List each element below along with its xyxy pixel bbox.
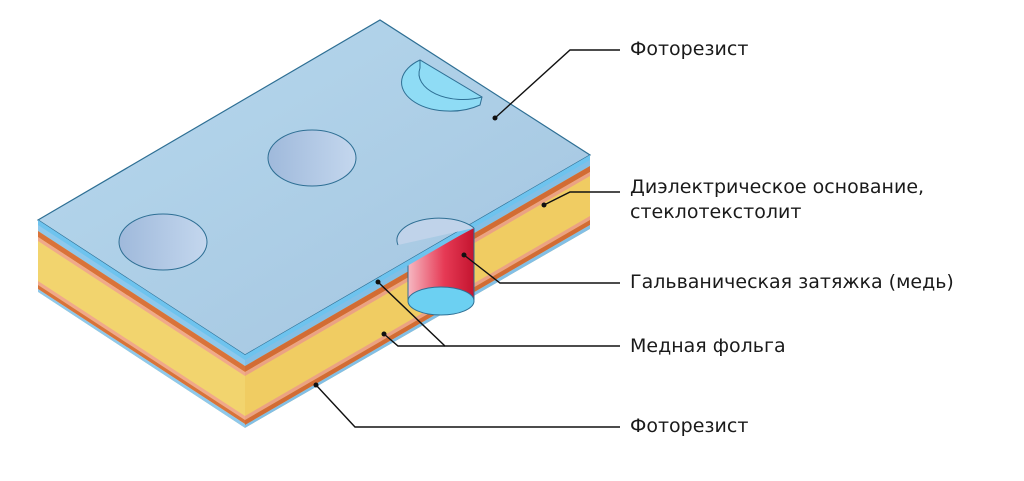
label-plating: Гальваническая затяжка (медь) <box>630 270 954 295</box>
front-face <box>38 220 245 428</box>
leader-lines <box>313 49 620 428</box>
leader-foil-bottom <box>383 333 445 347</box>
label-photoresist-bottom-text: Фоторезист <box>630 415 749 437</box>
label-photoresist-top-text: Фоторезист <box>630 38 749 60</box>
leader-photoresist-bottom <box>315 384 620 428</box>
top-face <box>36 19 592 360</box>
label-copper-foil: Медная фольга <box>630 334 786 359</box>
leader-dielectric <box>543 191 620 206</box>
leader-plating <box>463 254 620 284</box>
leader-photoresist-top <box>494 49 620 119</box>
label-copper-foil-text: Медная фольга <box>630 335 786 357</box>
label-dielectric-line2: стеклотекстолит <box>630 201 802 223</box>
label-photoresist-bottom: Фоторезист <box>630 414 748 439</box>
label-dielectric-line1: Диэлектрическое основание, <box>630 176 925 198</box>
label-photoresist-top: Фоторезист <box>630 37 748 62</box>
via-hole-cut <box>407 228 475 316</box>
label-dielectric: Диэлектрическое основание, стеклотекстол… <box>630 175 924 225</box>
label-plating-text: Гальваническая затяжка (медь) <box>630 271 954 293</box>
